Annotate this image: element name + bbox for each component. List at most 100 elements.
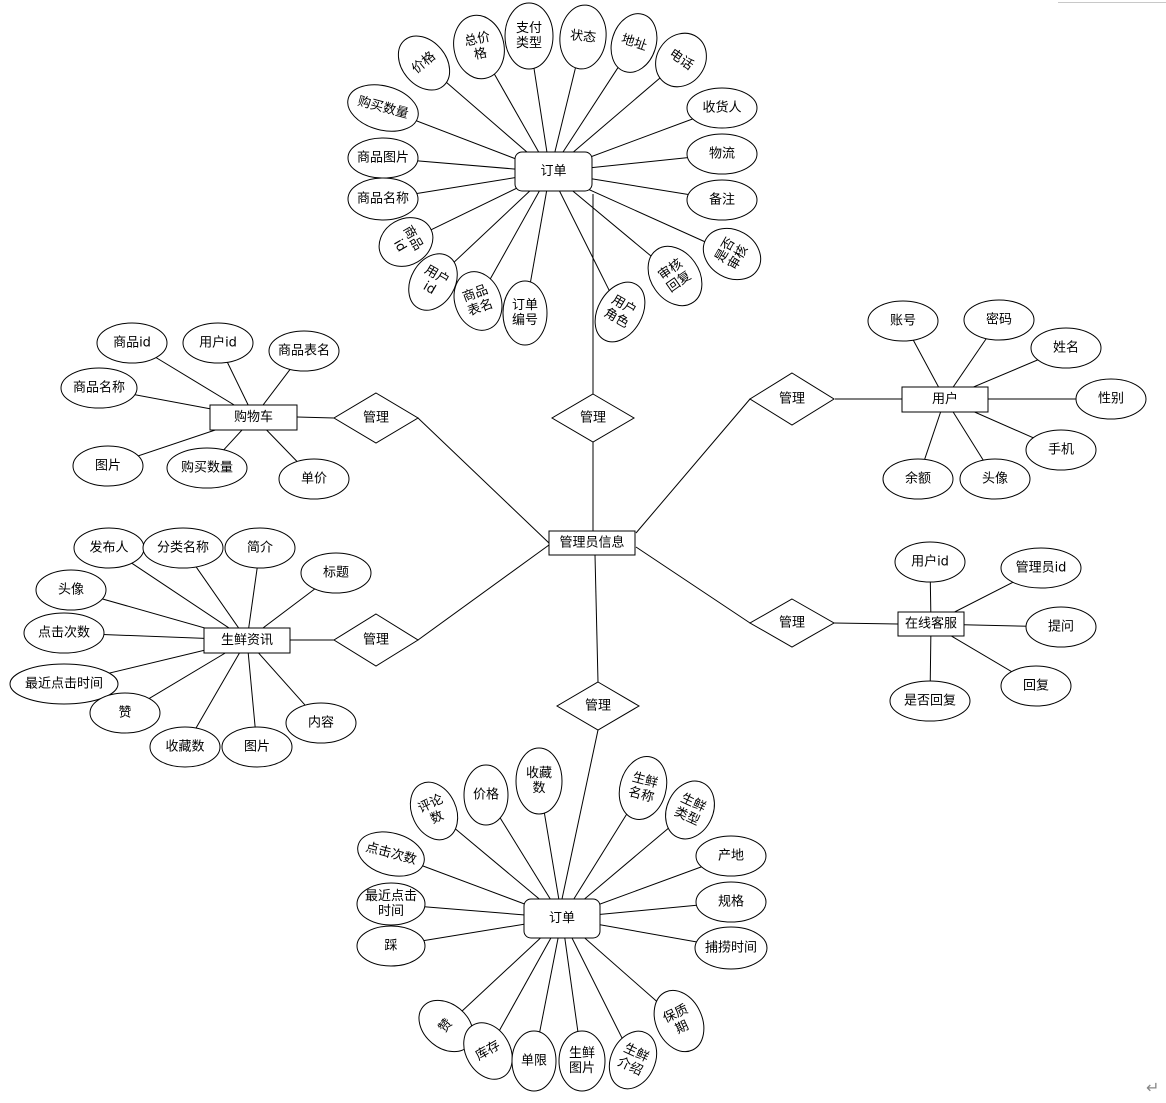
attribute-label: 简介: [247, 540, 273, 556]
attribute-label: 商品表名: [278, 343, 330, 359]
attribute-label: 是否回复: [904, 694, 956, 709]
attribute-ellipse: [149, 726, 221, 768]
entity-box: [901, 386, 989, 413]
relationship-label: 管理: [779, 616, 805, 631]
attribute-service: 是否回复: [889, 680, 971, 722]
attribute-order-top: 地址: [610, 13, 658, 73]
relationship-diamond: [551, 393, 635, 443]
entity-box: [523, 898, 601, 939]
attribute-label: 最近点击时间: [365, 889, 417, 919]
relationship-rel-order-top: 管理: [551, 393, 635, 443]
attribute-ellipse: [504, 2, 554, 70]
relationship-label: 管理: [363, 411, 389, 426]
relationship-edge: [635, 398, 751, 534]
attribute-edge: [125, 558, 248, 641]
attribute-label: 支付类型: [516, 21, 542, 51]
attribute-ellipse: [463, 1022, 513, 1080]
attribute-ellipse: [894, 541, 966, 583]
attribute-order-bottom: 价格: [463, 764, 509, 826]
attribute-ellipse: [1025, 606, 1097, 648]
relationship-diamond: [748, 598, 836, 648]
entity-label: 订单: [549, 911, 575, 926]
attribute-ellipse: [686, 87, 758, 129]
relationship-rel-order-bottom: 管理: [556, 681, 640, 731]
attribute-user: 性别: [1075, 378, 1147, 420]
attribute-user: 账号: [867, 300, 939, 342]
attribute-label: 备注: [709, 192, 735, 208]
attribute-ellipse: [653, 989, 705, 1053]
attribute-ellipse: [686, 179, 758, 221]
attribute-label: 捕捞时间: [705, 940, 757, 956]
entity-cart: 购物车: [209, 404, 298, 431]
attribute-ellipse: [502, 280, 548, 346]
attribute-label: 点击次数: [38, 625, 90, 641]
attribute-order-bottom: 收藏数: [515, 747, 563, 815]
attribute-order-bottom: 生鲜介绍: [608, 1030, 658, 1090]
attribute-order-top: 是否审核: [702, 227, 762, 281]
attribute-edge: [194, 564, 248, 641]
attribute-order-top: 状态: [559, 4, 607, 70]
attribute-order-top: 商品名称: [347, 177, 419, 221]
attribute-label: 订单编号: [512, 298, 538, 328]
attribute-news: 收藏数: [149, 726, 221, 768]
attribute-order-bottom: 产地: [695, 835, 767, 877]
entity-user: 用户: [901, 386, 989, 413]
attribute-cart: 用户id: [182, 322, 254, 364]
attribute-edge: [194, 639, 248, 730]
attribute-ellipse: [686, 133, 758, 175]
attribute-user: 姓名: [1030, 327, 1102, 369]
attribute-order-top: 购买数量: [347, 84, 419, 132]
relationship-label: 管理: [585, 699, 611, 714]
attribute-ellipse: [558, 1030, 606, 1092]
attribute-ellipse: [221, 726, 293, 768]
attribute-label: 状态: [569, 28, 596, 46]
relationship-edge: [417, 417, 550, 544]
attribute-label: 单价: [301, 472, 327, 487]
attribute-ellipse: [694, 926, 768, 970]
attribute-label: 姓名: [1053, 340, 1079, 356]
attribute-label: 余额: [905, 471, 931, 487]
entity-service: 在线客服: [897, 611, 965, 637]
attribute-user: 头像: [959, 458, 1031, 500]
entity-order-top: 订单: [514, 151, 593, 192]
attribute-order-top: 电话: [655, 32, 707, 88]
attribute-ellipse: [867, 300, 939, 342]
attribute-service: 管理员id: [1000, 547, 1082, 589]
attribute-service: 用户id: [894, 541, 966, 583]
entity-box: [897, 611, 965, 637]
attribute-label: 图片: [244, 740, 270, 755]
attribute-order-top: 用户角色: [594, 281, 646, 343]
attribute-label: 生鲜图片: [569, 1046, 595, 1076]
attribute-order-bottom: 保质期: [653, 989, 705, 1053]
attribute-ellipse: [96, 322, 168, 364]
entity-box: [203, 627, 291, 654]
attribute-order-top: 商品表名: [453, 271, 503, 331]
attribute-ellipse: [608, 1030, 658, 1090]
attribute-news: 标题: [300, 552, 372, 594]
entity-label: 用户: [932, 391, 958, 407]
attribute-order-bottom: 库存: [463, 1022, 513, 1080]
attribute-ellipse: [35, 569, 107, 611]
attribute-ellipse: [1000, 665, 1072, 707]
attribute-label: 账号: [890, 314, 916, 329]
attribute-order-bottom: 最近点击时间: [356, 882, 426, 926]
relationship-rel-user: 管理: [749, 372, 835, 426]
attribute-service: 提问: [1025, 606, 1097, 648]
relationship-label: 管理: [363, 633, 389, 648]
attribute-label: 赞: [118, 706, 131, 721]
attribute-ellipse: [142, 527, 224, 569]
attribute-ellipse: [408, 253, 458, 311]
attribute-ellipse: [610, 13, 658, 73]
attribute-order-bottom: 生鲜类型: [665, 780, 715, 840]
attribute-ellipse: [23, 612, 105, 654]
attribute-news: 发布人: [73, 527, 145, 569]
attribute-order-top: 价格: [397, 35, 451, 91]
attribute-label: 管理员id: [1016, 561, 1067, 576]
top-border-line: [1058, 0, 1166, 3]
attribute-label: 规格: [718, 894, 744, 910]
attribute-ellipse: [356, 882, 426, 926]
attribute-label: 内容: [308, 715, 334, 731]
relationship-edge: [561, 729, 599, 900]
attribute-label: 性别: [1098, 392, 1124, 407]
